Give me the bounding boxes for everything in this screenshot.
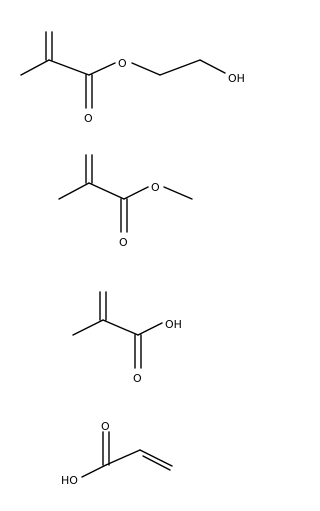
- atom-ho: HO: [61, 474, 78, 487]
- bond-vinyl-1: [139, 449, 173, 467]
- atom-o-carbonyl: O: [101, 420, 110, 433]
- structure-canvas: O O OH O O OH O: [20, 31, 245, 487]
- bond-calpha-carbonyl: [88, 182, 125, 200]
- bond-c-oester: [88, 62, 116, 76]
- bond-c-oh: [81, 464, 107, 478]
- bond-methyl: [72, 319, 104, 336]
- bond-oester-ch2: [131, 62, 161, 76]
- bond-c-calpha: [105, 449, 141, 466]
- atom-o-ester: O: [118, 57, 127, 70]
- atom-o-carbonyl: O: [133, 372, 142, 385]
- bond-ch2-ch2: [159, 59, 201, 76]
- bond-calpha-carbonyl: [48, 59, 90, 76]
- structure-drawing: O O OH O O OH O: [20, 31, 245, 487]
- bond-c-oester: [123, 186, 149, 200]
- bond-methyl: [58, 182, 90, 200]
- bond-ch2-oh: [199, 59, 226, 74]
- bond-vinyl-2: [142, 455, 171, 471]
- bond-oester-ch3: [163, 186, 193, 200]
- atom-o-carbonyl: O: [84, 112, 93, 125]
- atom-oh: OH: [228, 72, 245, 85]
- bond-methyl: [20, 59, 50, 76]
- bond-calpha-carboxyl: [102, 319, 139, 336]
- bond-c-oh: [137, 322, 163, 336]
- atom-o-ester: O: [151, 181, 160, 194]
- molecule-hema: O O OH: [20, 31, 245, 125]
- atom-oh: OH: [165, 318, 182, 331]
- atom-o-carbonyl: O: [119, 236, 128, 249]
- molecule-mma: O O: [58, 154, 193, 249]
- molecule-acrylic-acid: O HO: [61, 420, 173, 487]
- molecule-methacrylic-acid: OH O: [72, 291, 182, 385]
